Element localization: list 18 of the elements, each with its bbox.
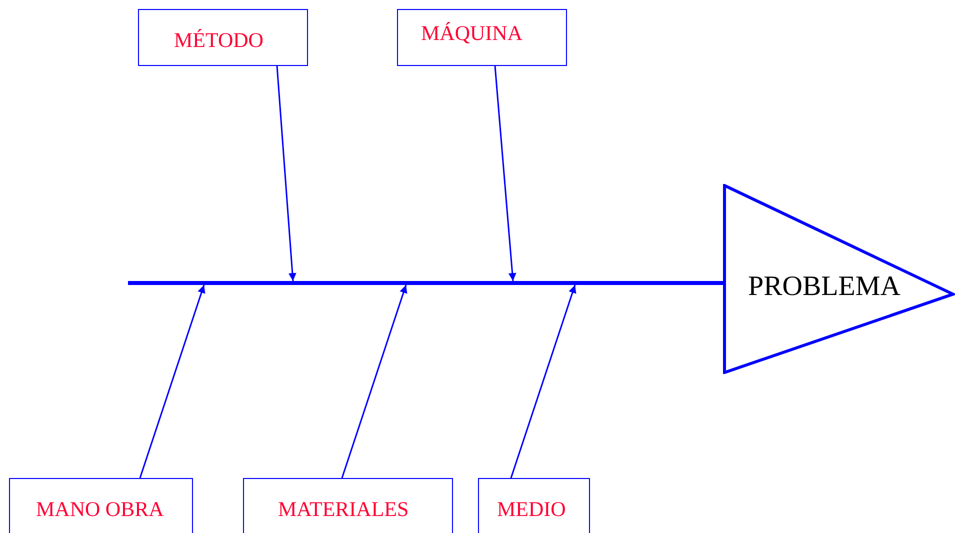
problem-triangle bbox=[723, 184, 955, 374]
arrow bbox=[276, 66, 296, 282]
category-box bbox=[243, 478, 453, 533]
category-label: MÉTODO bbox=[174, 30, 264, 51]
category-box bbox=[478, 478, 590, 533]
category-label: MÁQUINA bbox=[421, 23, 522, 44]
arrow bbox=[139, 284, 206, 478]
connector-line bbox=[715, 281, 723, 285]
category-box bbox=[138, 9, 308, 66]
arrow bbox=[510, 284, 576, 478]
category-box bbox=[397, 9, 567, 66]
arrow bbox=[494, 66, 516, 282]
category-label: MATERIALES bbox=[278, 499, 409, 520]
category-box bbox=[9, 478, 193, 533]
category-label: MANO OBRA bbox=[36, 499, 164, 520]
category-label: MEDIO bbox=[497, 499, 566, 520]
problem-label: PROBLEMA bbox=[748, 273, 900, 301]
arrow bbox=[341, 284, 408, 478]
